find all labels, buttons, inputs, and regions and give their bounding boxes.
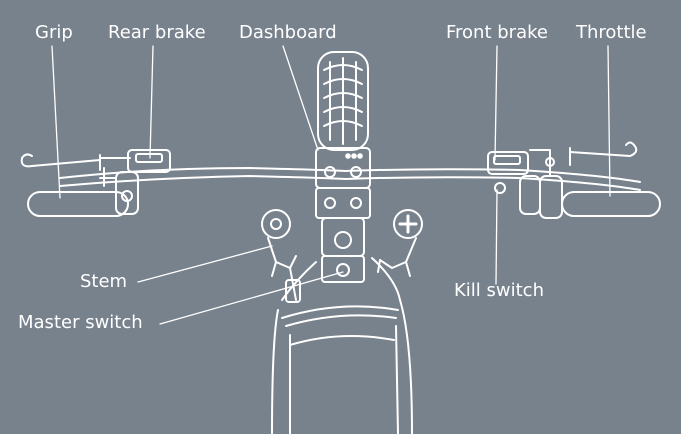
left-grip — [27, 191, 129, 217]
front-brake-lever — [569, 141, 638, 166]
front-brake-housing — [487, 149, 563, 219]
right-grip-throttle — [561, 191, 661, 217]
leader-lines — [51, 45, 611, 325]
leader-stem — [137, 245, 273, 283]
handlebar — [59, 167, 641, 191]
left-mirror-mount — [261, 209, 301, 303]
leader-throttle — [607, 45, 611, 197]
leader-master-switch — [159, 271, 344, 325]
label-rear-brake: Rear brake — [108, 22, 206, 43]
leader-dashboard — [282, 45, 319, 151]
label-dashboard: Dashboard — [239, 22, 337, 43]
label-master-switch: Master switch — [18, 312, 143, 333]
leader-rear-brake — [149, 45, 154, 159]
rear-brake-lever — [20, 153, 131, 171]
dashboard-block — [315, 147, 371, 219]
rear-brake-housing — [99, 149, 171, 215]
leader-kill-switch — [495, 189, 498, 285]
label-front-brake: Front brake — [446, 22, 548, 43]
stem — [321, 217, 365, 283]
label-grip: Grip — [35, 22, 73, 43]
label-kill-switch: Kill switch — [454, 280, 544, 301]
label-throttle: Throttle — [576, 22, 647, 43]
label-stem: Stem — [80, 271, 128, 292]
leader-front-brake — [494, 45, 498, 161]
leader-grip — [51, 45, 61, 199]
right-mirror-mount — [377, 209, 423, 277]
top-damper — [317, 51, 369, 151]
